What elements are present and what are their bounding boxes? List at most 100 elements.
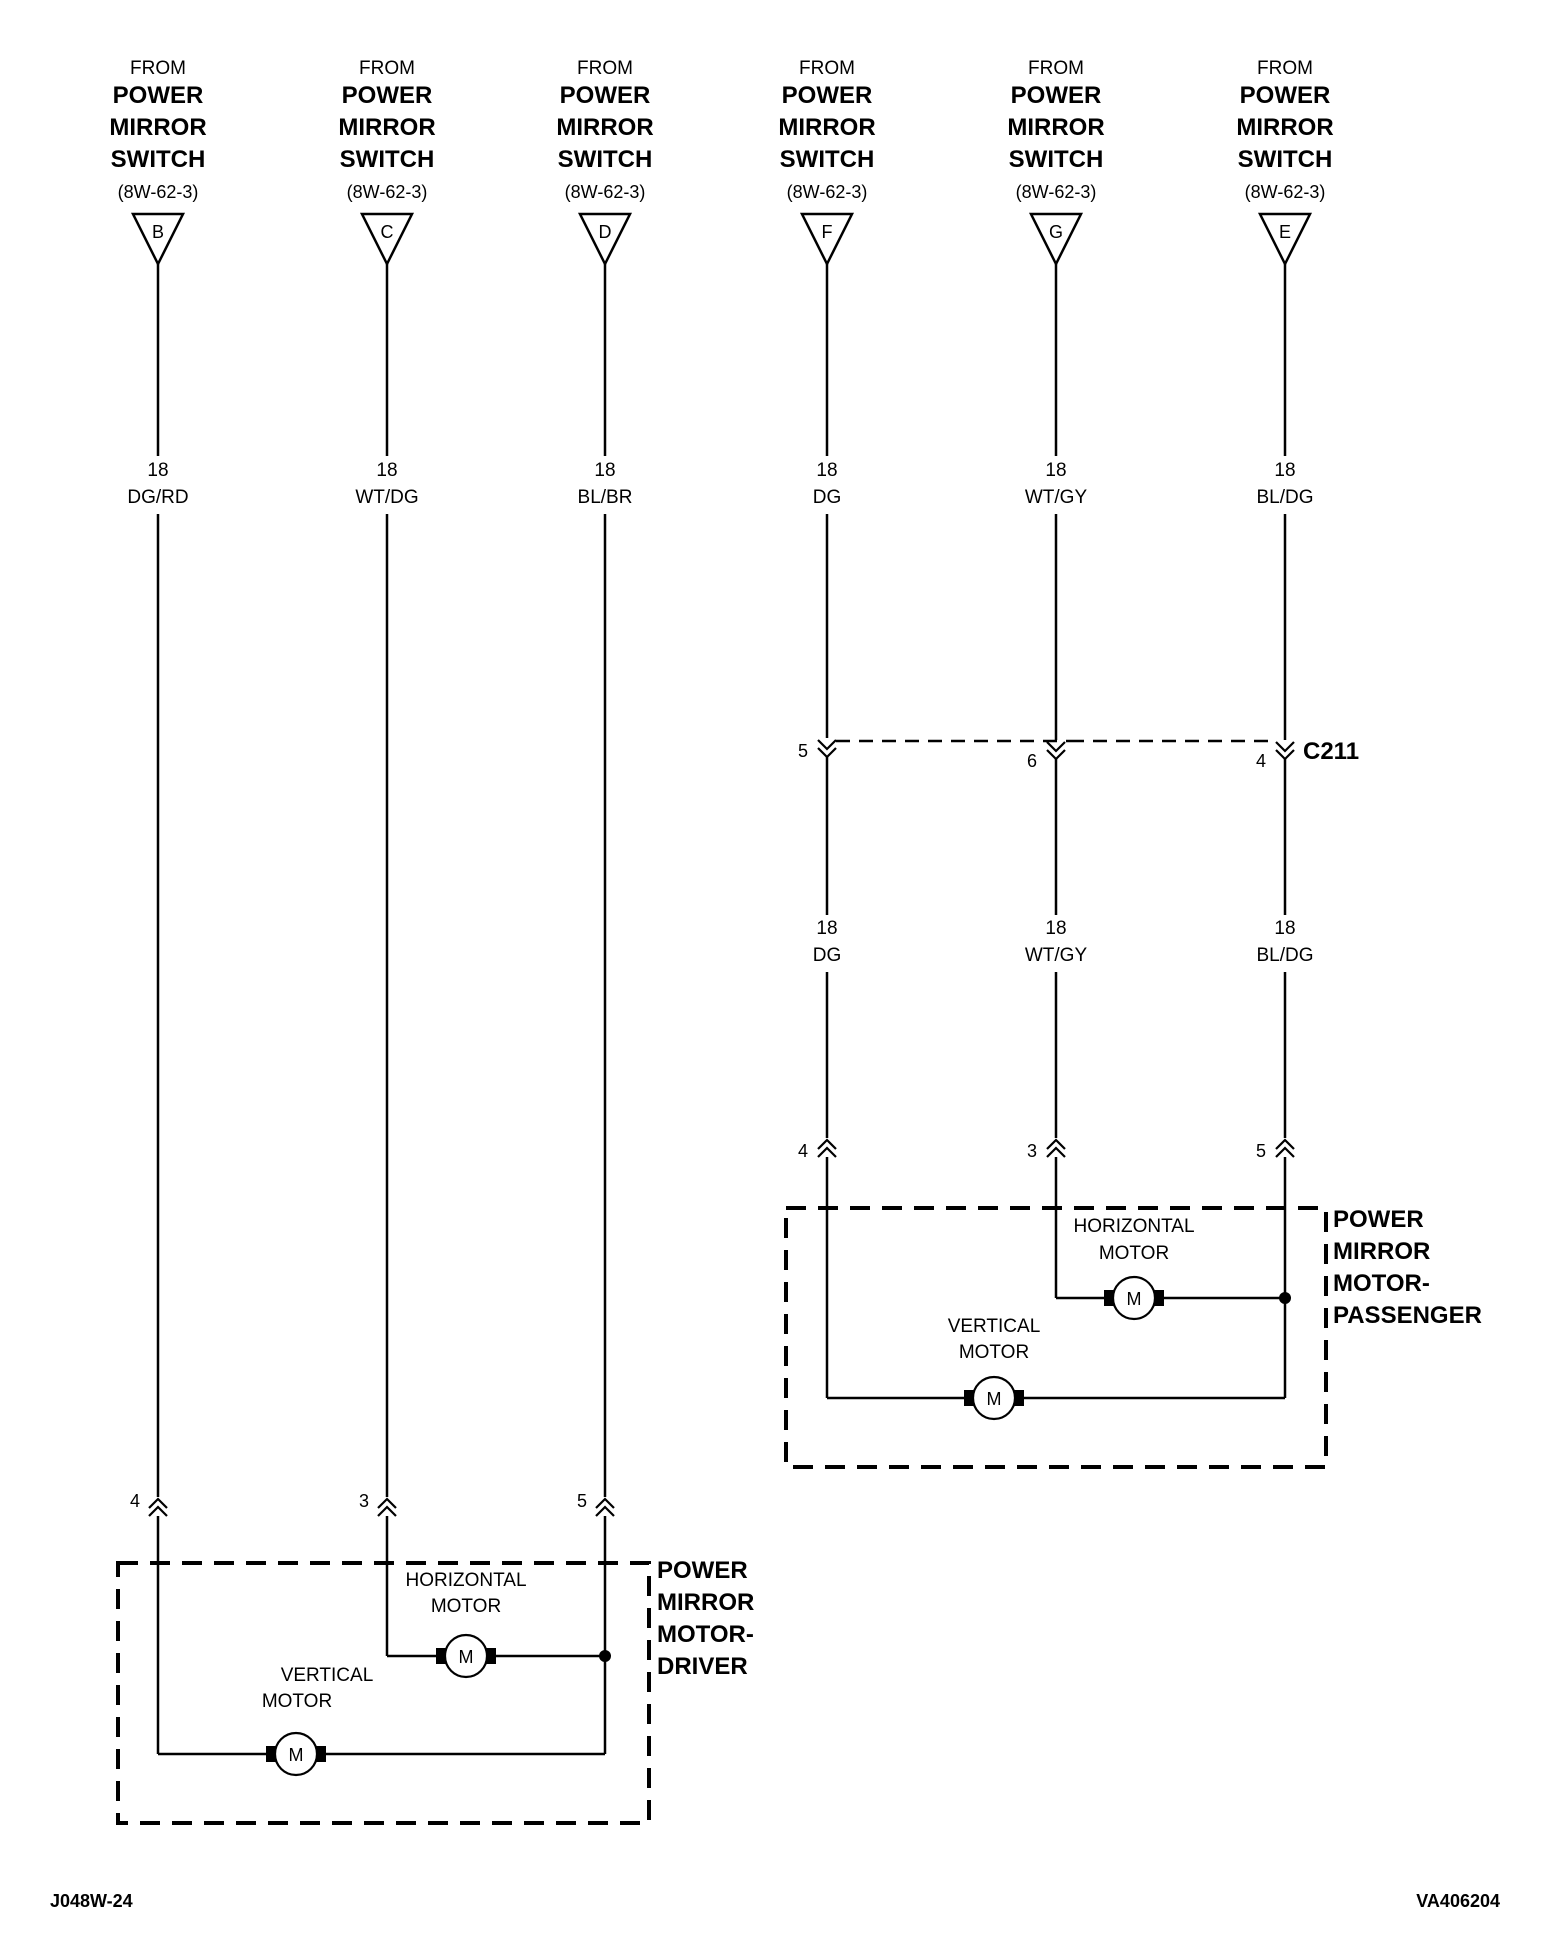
wire-gauge: 18 xyxy=(1274,918,1295,939)
cavity-label: E xyxy=(1279,222,1291,242)
passenger-connector: 4 3 5 xyxy=(798,1138,1295,1161)
source-name-line1: POWER xyxy=(1011,82,1102,109)
vertical-motor-label: MOTOR xyxy=(262,1691,332,1712)
wire-gauge: 18 xyxy=(147,460,168,481)
source-name-line1: POWER xyxy=(113,82,204,109)
motor-symbol: M xyxy=(459,1647,474,1667)
component-name: POWER xyxy=(657,1557,748,1584)
pin-number: 6 xyxy=(1027,751,1037,771)
source-name-line2: MIRROR xyxy=(1236,114,1333,141)
driver-connector: 4 3 5 xyxy=(130,1491,615,1517)
source-ref: (8W-62-3) xyxy=(1245,182,1326,202)
horizontal-motor-icon: M xyxy=(436,1633,496,1679)
source-ref: (8W-62-3) xyxy=(347,182,428,202)
horizontal-motor-label: HORIZONTAL xyxy=(1073,1216,1194,1237)
source-from: FROM xyxy=(130,58,186,79)
driver-wires xyxy=(156,264,607,1497)
pin-number: 5 xyxy=(1256,1141,1266,1161)
source-name-line1: POWER xyxy=(560,82,651,109)
source-name-line2: MIRROR xyxy=(1007,114,1104,141)
source-g: FROM POWER MIRROR SWITCH (8W-62-3) G xyxy=(1007,58,1105,267)
horizontal-motor-label: MOTOR xyxy=(431,1596,501,1617)
source-name-line3: SWITCH xyxy=(558,146,653,173)
pin-number: 4 xyxy=(1256,751,1266,771)
source-name-line3: SWITCH xyxy=(340,146,435,173)
vertical-motor-icon: M xyxy=(266,1731,326,1777)
wire-color: DG xyxy=(813,487,842,508)
wire-color: WT/DG xyxy=(355,487,418,508)
component-name: MIRROR xyxy=(1333,1238,1430,1265)
connector-pin xyxy=(1275,741,1295,761)
c211-connector: 5 6 4 C211 xyxy=(798,738,1359,771)
component-name: MOTOR- xyxy=(1333,1270,1430,1297)
horizontal-motor-label: HORIZONTAL xyxy=(405,1570,526,1591)
connector-pin xyxy=(377,1497,397,1517)
pin-number: 4 xyxy=(130,1491,140,1511)
wire-gauge: 18 xyxy=(816,460,837,481)
wire-gauge: 18 xyxy=(594,460,615,481)
source-name-line1: POWER xyxy=(782,82,873,109)
cavity-label: C xyxy=(381,222,394,242)
wire-color: WT/GY xyxy=(1025,945,1088,966)
source-name-line2: MIRROR xyxy=(556,114,653,141)
horizontal-motor-label: MOTOR xyxy=(1099,1243,1169,1264)
splice-dot xyxy=(1279,1292,1291,1304)
source-from: FROM xyxy=(799,58,855,79)
component-name: DRIVER xyxy=(657,1653,748,1680)
passenger-wires-lower: 18 DG 18 WT/GY 18 BL/DG xyxy=(813,757,1314,1138)
source-name-line1: POWER xyxy=(1240,82,1331,109)
source-ref: (8W-62-3) xyxy=(118,182,199,202)
component-name: PASSENGER xyxy=(1333,1302,1482,1329)
cavity-triangle xyxy=(130,212,186,267)
source-f: FROM POWER MIRROR SWITCH (8W-62-3) F xyxy=(778,58,876,267)
connector-pin xyxy=(1046,741,1066,761)
wire-gauge: 18 xyxy=(1045,918,1066,939)
source-name-line1: POWER xyxy=(342,82,433,109)
source-c: FROM POWER MIRROR SWITCH (8W-62-3) C xyxy=(338,58,436,267)
source-name-line3: SWITCH xyxy=(1238,146,1333,173)
source-d: FROM POWER MIRROR SWITCH (8W-62-3) D xyxy=(556,58,654,267)
vertical-motor-label: MOTOR xyxy=(959,1342,1029,1363)
cavity-triangle xyxy=(1028,212,1084,267)
source-ref: (8W-62-3) xyxy=(787,182,868,202)
passenger-wires xyxy=(825,264,1287,740)
component-outline xyxy=(116,1561,651,1825)
wire-gauge: 18 xyxy=(1045,460,1066,481)
motor-symbol: M xyxy=(289,1745,304,1765)
cavity-label: B xyxy=(152,222,164,242)
wire-gauge: 18 xyxy=(816,918,837,939)
cavity-triangle xyxy=(359,212,415,267)
horizontal-motor-icon: M xyxy=(1104,1275,1164,1321)
source-from: FROM xyxy=(1257,58,1313,79)
source-name-line3: SWITCH xyxy=(1009,146,1104,173)
cavity-triangle xyxy=(799,212,855,267)
connector-pin xyxy=(817,739,837,759)
cavity-triangle xyxy=(1257,212,1313,267)
source-name-line3: SWITCH xyxy=(111,146,206,173)
wire-color: BL/DG xyxy=(1256,945,1313,966)
cavity-label: D xyxy=(599,222,612,242)
diagram-code-left: J048W-24 xyxy=(50,1891,133,1911)
pin-number: 5 xyxy=(798,741,808,761)
cavity-label: F xyxy=(822,222,833,242)
cavity-label: G xyxy=(1049,222,1063,242)
component-name: MOTOR- xyxy=(657,1621,754,1648)
connector-pin xyxy=(148,1497,168,1517)
source-from: FROM xyxy=(577,58,633,79)
source-b: FROM POWER MIRROR SWITCH (8W-62-3) B xyxy=(109,58,207,267)
splice-dot xyxy=(599,1650,611,1662)
source-ref: (8W-62-3) xyxy=(565,182,646,202)
wire-color: BL/DG xyxy=(1256,487,1313,508)
diagram-code-right: VA406204 xyxy=(1416,1891,1500,1911)
vertical-motor-icon: M xyxy=(964,1375,1024,1421)
component-name: POWER xyxy=(1333,1206,1424,1233)
wire-color: DG/RD xyxy=(127,487,188,508)
source-name-line2: MIRROR xyxy=(338,114,435,141)
source-name-line2: MIRROR xyxy=(778,114,875,141)
motor-symbol: M xyxy=(1127,1289,1142,1309)
pin-number: 3 xyxy=(1027,1141,1037,1161)
pin-number: 4 xyxy=(798,1141,808,1161)
source-name-line2: MIRROR xyxy=(109,114,206,141)
source-name-line3: SWITCH xyxy=(780,146,875,173)
